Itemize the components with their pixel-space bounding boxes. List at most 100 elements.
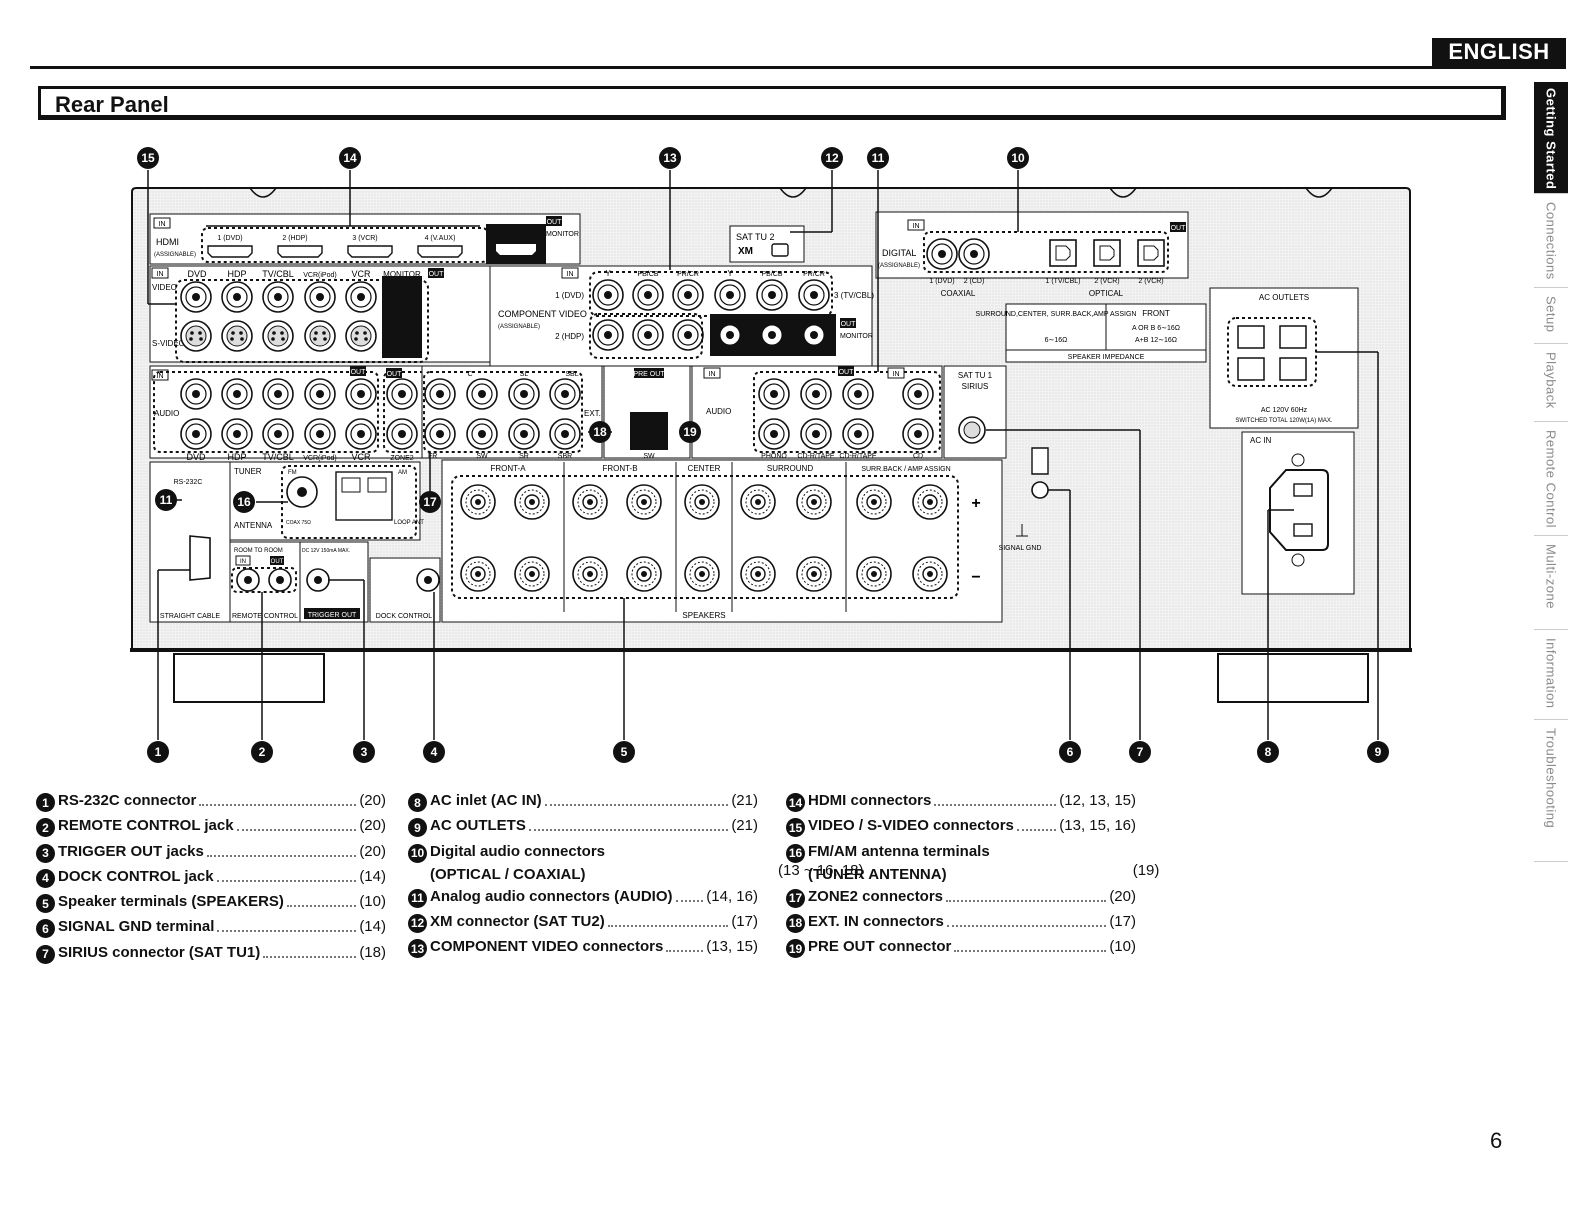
speaker-terminal-plus[interactable] [740, 484, 776, 520]
ac-outlet[interactable] [1279, 357, 1307, 381]
ext-in-jack[interactable] [424, 418, 456, 450]
tab-connections[interactable]: Connections [1534, 196, 1568, 288]
speaker-terminal-plus[interactable] [796, 484, 832, 520]
speaker-terminal-minus[interactable] [460, 556, 496, 592]
ext-in-jack[interactable] [549, 378, 581, 410]
ext-in-jack[interactable] [466, 418, 498, 450]
ac-outlet[interactable] [1237, 357, 1265, 381]
speaker-terminal-plus[interactable] [572, 484, 608, 520]
tab-multi-zone[interactable]: Multi-zone [1534, 538, 1568, 630]
audio-jack-l[interactable] [842, 378, 874, 410]
speaker-terminal-plus[interactable] [684, 484, 720, 520]
s-video-jack[interactable] [304, 320, 336, 352]
optical-jack[interactable] [1137, 239, 1165, 267]
remote-control-label: REMOTE CONTROL [232, 613, 298, 620]
optical-jack[interactable] [1049, 239, 1077, 267]
audio-jack-l[interactable] [345, 378, 377, 410]
callout-1: 1 [147, 741, 169, 763]
ext-in-jack[interactable] [466, 378, 498, 410]
speaker-terminal-plus[interactable] [912, 484, 948, 520]
ext-in-jack[interactable] [508, 378, 540, 410]
ext-in-jack[interactable] [508, 418, 540, 450]
speaker-terminal-minus[interactable] [514, 556, 550, 592]
pre-out-jack[interactable] [630, 412, 668, 450]
ac-outlet[interactable] [1237, 325, 1265, 349]
speaker-terminal-plus[interactable] [856, 484, 892, 520]
video-jack[interactable] [345, 281, 377, 313]
audio-jack-l[interactable] [262, 378, 294, 410]
video-jack[interactable] [221, 281, 253, 313]
speaker-terminal-minus[interactable] [626, 556, 662, 592]
comp-col-y: Y [605, 269, 611, 278]
audio-jack-r[interactable] [304, 418, 336, 450]
audio-jack-r[interactable] [221, 418, 253, 450]
audio-jack-l[interactable] [758, 378, 790, 410]
coaxial-jack[interactable] [926, 238, 958, 270]
audio-jack-r[interactable] [758, 418, 790, 450]
tab-information[interactable]: Information [1534, 632, 1568, 720]
s-video-jack[interactable] [262, 320, 294, 352]
rs232c-port[interactable] [189, 535, 211, 581]
audio-jack-l[interactable] [304, 378, 336, 410]
speakers-label: SPEAKERS [682, 611, 725, 620]
audio-jack-r[interactable] [386, 418, 418, 450]
xm-connector[interactable] [771, 243, 789, 257]
audio-jack-r[interactable] [842, 418, 874, 450]
ac-inlet[interactable] [1269, 469, 1329, 551]
component-jack[interactable] [714, 279, 746, 311]
audio-jack-r[interactable] [345, 418, 377, 450]
speaker-terminal-plus[interactable] [514, 484, 550, 520]
svg-text:5: 5 [621, 745, 628, 759]
speaker-terminal-plus[interactable] [460, 484, 496, 520]
ext-in-jack[interactable] [424, 378, 456, 410]
optical-jack[interactable] [1093, 239, 1121, 267]
video-jack[interactable] [180, 281, 212, 313]
component-video-label: COMPONENT VIDEO [498, 309, 587, 319]
speaker-terminal-plus[interactable] [626, 484, 662, 520]
component-jack[interactable] [672, 319, 704, 351]
speaker-terminal-minus[interactable] [572, 556, 608, 592]
tab-getting-started[interactable]: Getting Started [1534, 82, 1568, 194]
component-jack[interactable] [632, 319, 664, 351]
audio-jack-l[interactable] [180, 378, 212, 410]
ac-outlet[interactable] [1279, 325, 1307, 349]
s-video-jack[interactable] [180, 320, 212, 352]
audio-jack-l[interactable] [221, 378, 253, 410]
coaxial-jack[interactable] [958, 238, 990, 270]
callout-12: 12 [821, 147, 843, 169]
ext-in-jack[interactable] [549, 418, 581, 450]
tab-troubleshooting[interactable]: Troubleshooting [1534, 722, 1568, 862]
tab-remote-control[interactable]: Remote Control [1534, 424, 1568, 536]
component-jack[interactable] [756, 279, 788, 311]
audio-jack-r[interactable] [800, 418, 832, 450]
video-jack[interactable] [262, 281, 294, 313]
s-video-jack[interactable] [345, 320, 377, 352]
audio-jack-r[interactable] [180, 418, 212, 450]
zone2-out-label: OUT [387, 371, 403, 378]
tab-setup[interactable]: Setup [1534, 290, 1568, 344]
audio-jack-l[interactable] [386, 378, 418, 410]
speaker-terminal-minus[interactable] [912, 556, 948, 592]
component-jack[interactable] [592, 319, 624, 351]
speaker-terminal-minus[interactable] [740, 556, 776, 592]
speaker-terminal-minus[interactable] [796, 556, 832, 592]
audio-jack-l[interactable] [902, 378, 934, 410]
video-jack[interactable] [304, 281, 336, 313]
tab-playback[interactable]: Playback [1534, 346, 1568, 422]
component-jack[interactable] [798, 279, 830, 311]
audio-jack-r[interactable] [262, 418, 294, 450]
signal-gnd-terminal[interactable] [1031, 481, 1049, 499]
component-monitor-jack[interactable] [756, 319, 788, 351]
speaker-terminal-minus[interactable] [684, 556, 720, 592]
s-video-jack[interactable] [221, 320, 253, 352]
speaker-terminal-minus[interactable] [856, 556, 892, 592]
component-jack[interactable] [632, 279, 664, 311]
component-monitor-jack[interactable] [798, 319, 830, 351]
component-jack[interactable] [592, 279, 624, 311]
audio-jack-l[interactable] [800, 378, 832, 410]
audio-jack-r[interactable] [902, 418, 934, 450]
component-monitor-jack[interactable] [714, 319, 746, 351]
component-jack[interactable] [672, 279, 704, 311]
